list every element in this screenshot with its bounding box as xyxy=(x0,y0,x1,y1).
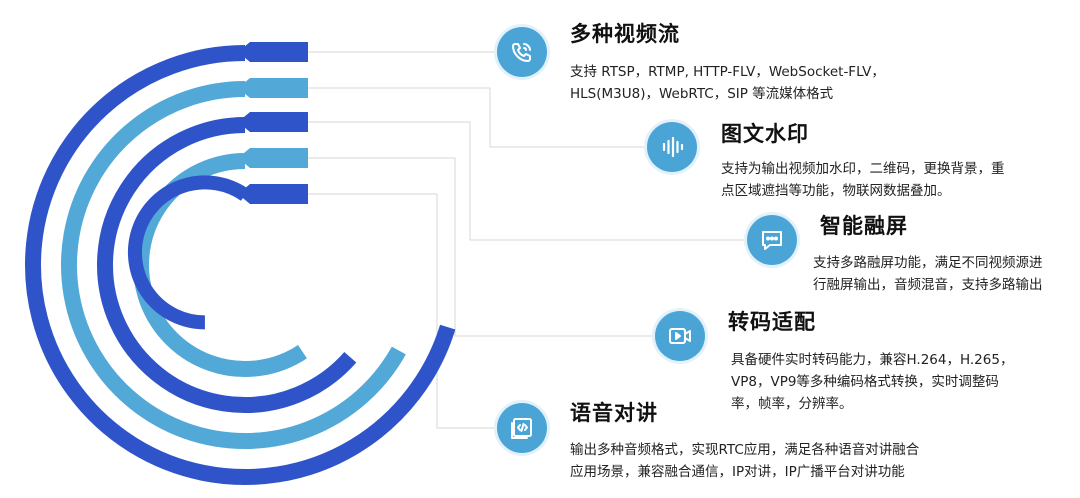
feature-description: 支持多路融屏功能，满足不同视频源进 行融屏输出，音频混音，支持多路输出 xyxy=(813,252,1043,296)
feature-description: 具备硬件实时转码能力，兼容H.264，H.265， VP8，VP9等多种编码格式… xyxy=(731,349,1013,415)
desc-line: VP8，VP9等多种编码格式转换，实时调整码 xyxy=(731,374,999,390)
code-window-icon xyxy=(497,403,547,453)
ring-arc-1 xyxy=(25,45,456,485)
desc-line: 点区域遮挡等功能，物联网数据叠加。 xyxy=(721,183,951,199)
desc-line: 支持 RTSP，RTMP, HTTP-FLV，WebSocket-FLV， xyxy=(570,64,885,80)
feature-title: 语音对讲 xyxy=(570,401,658,425)
ring-flag-tab-5 xyxy=(238,184,308,204)
desc-line: 输出多种音频格式，实现RTC应用，满足各种语音对讲融合 xyxy=(570,442,920,458)
audio-bars-icon xyxy=(647,122,697,172)
desc-line: 应用场景，兼容融合通信，IP对讲，IP广播平台对讲功能 xyxy=(570,464,905,480)
feature-description: 支持 RTSP，RTMP, HTTP-FLV，WebSocket-FLV， HL… xyxy=(570,61,885,105)
feature-description: 输出多种音频格式，实现RTC应用，满足各种语音对讲融合 应用场景，兼容融合通信，… xyxy=(570,439,919,483)
desc-line: HLS(M3U8)，WebRTC，SIP 等流媒体格式 xyxy=(570,86,834,102)
connector-line-2 xyxy=(308,87,647,148)
phone-wave-icon xyxy=(497,27,547,77)
ring-flag-tab-1 xyxy=(238,42,308,62)
connector-lines xyxy=(308,51,747,429)
desc-line: 具备硬件实时转码能力，兼容H.264，H.265， xyxy=(731,352,1014,368)
feature-title: 智能融屏 xyxy=(820,214,908,238)
ring-flag-tab-2 xyxy=(238,78,308,98)
ring-arc-3 xyxy=(97,117,357,413)
desc-line: 支持多路融屏功能，满足不同视频源进 xyxy=(813,255,1043,271)
feature-title: 多种视频流 xyxy=(570,22,680,46)
ring-arc-2 xyxy=(61,81,406,449)
ring-flag-tab-4 xyxy=(238,148,308,168)
video-play-icon xyxy=(655,311,705,361)
feature-title: 图文水印 xyxy=(721,122,809,146)
ring-flag-tab-3 xyxy=(238,112,308,132)
connector-line-4 xyxy=(308,157,655,337)
feature-description: 支持为输出视频加水印，二维码，更换背景，重 点区域遮挡等功能，物联网数据叠加。 xyxy=(721,158,1005,202)
connector-line-5 xyxy=(308,193,497,429)
ring-arc-5 xyxy=(127,175,249,330)
feature-title: 转码适配 xyxy=(728,310,816,334)
desc-line: 支持为输出视频加水印，二维码，更换背景，重 xyxy=(721,161,1005,177)
desc-line: 行融屏输出，音频混音，支持多路输出 xyxy=(813,277,1043,293)
connector-line-3 xyxy=(308,121,747,241)
chat-bubble-icon xyxy=(747,215,797,265)
desc-line: 率，帧率，分辨率。 xyxy=(731,396,853,412)
